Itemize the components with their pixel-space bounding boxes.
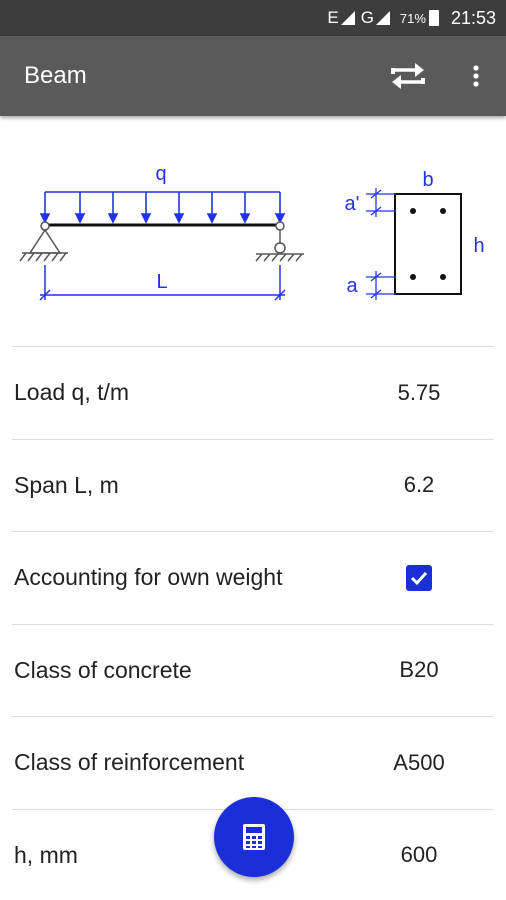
height-label: h bbox=[473, 235, 484, 257]
bottom-cover-label: a bbox=[346, 275, 358, 297]
network-type-e: E bbox=[327, 8, 339, 27]
concrete-class-value[interactable]: B20 bbox=[399, 657, 439, 683]
span-label: L bbox=[156, 271, 167, 293]
load-label-text: Load q, t/m bbox=[14, 379, 130, 406]
signal-icon-2 bbox=[375, 11, 390, 25]
span-label-text: Span L, m bbox=[14, 471, 119, 498]
more-vert-icon bbox=[473, 65, 479, 87]
clock: 21:53 bbox=[450, 7, 496, 28]
app-bar: Beam bbox=[0, 36, 506, 116]
row-load[interactable]: Load q, t/m 5.75 bbox=[12, 346, 494, 439]
beam-diagram: q L bbox=[19, 163, 485, 301]
parameter-list: Load q, t/m 5.75 Span L, m 6.2 Accountin… bbox=[12, 346, 494, 900]
cover-dimensions bbox=[366, 188, 396, 300]
load-label: q bbox=[155, 163, 166, 185]
status-bar: E G 71% 21:53 bbox=[0, 0, 506, 36]
top-cover-label: a' bbox=[345, 193, 360, 215]
reinforcement-class-value[interactable]: A500 bbox=[393, 749, 445, 775]
pin-support bbox=[19, 221, 68, 262]
height-label-text: h, mm bbox=[14, 841, 78, 868]
height-value[interactable]: 600 bbox=[400, 842, 438, 868]
row-own-weight[interactable]: Accounting for own weight bbox=[12, 531, 494, 624]
row-span[interactable]: Span L, m 6.2 bbox=[12, 438, 494, 532]
cross-section bbox=[394, 193, 462, 295]
calculate-fab[interactable] bbox=[214, 797, 294, 877]
page-title: Beam bbox=[24, 62, 87, 89]
battery-percent: 71% bbox=[399, 10, 426, 26]
own-weight-cell bbox=[344, 564, 494, 592]
overflow-menu-button[interactable] bbox=[464, 56, 488, 96]
row-concrete-class[interactable]: Class of concrete B20 bbox=[12, 623, 494, 717]
calculator-icon bbox=[243, 824, 265, 850]
distributed-load bbox=[39, 191, 286, 224]
own-weight-label: Accounting for own weight bbox=[14, 564, 283, 591]
span-dimension bbox=[39, 265, 286, 301]
width-label: b bbox=[422, 169, 433, 191]
network-type-g: G bbox=[360, 8, 374, 27]
check-icon bbox=[410, 572, 428, 586]
signal-icon bbox=[340, 11, 355, 25]
load-value[interactable]: 5.75 bbox=[397, 379, 441, 405]
row-reinforcement-class[interactable]: Class of reinforcement A500 bbox=[12, 716, 494, 809]
own-weight-checkbox[interactable] bbox=[406, 565, 432, 592]
swap-button[interactable] bbox=[388, 56, 428, 96]
concrete-class-label: Class of concrete bbox=[14, 656, 192, 683]
swap-arrows-icon bbox=[391, 63, 425, 89]
span-value[interactable]: 6.2 bbox=[403, 472, 435, 498]
roller-support bbox=[255, 221, 304, 262]
battery-icon bbox=[428, 10, 439, 26]
reinforcement-class-label: Class of reinforcement bbox=[14, 749, 245, 776]
